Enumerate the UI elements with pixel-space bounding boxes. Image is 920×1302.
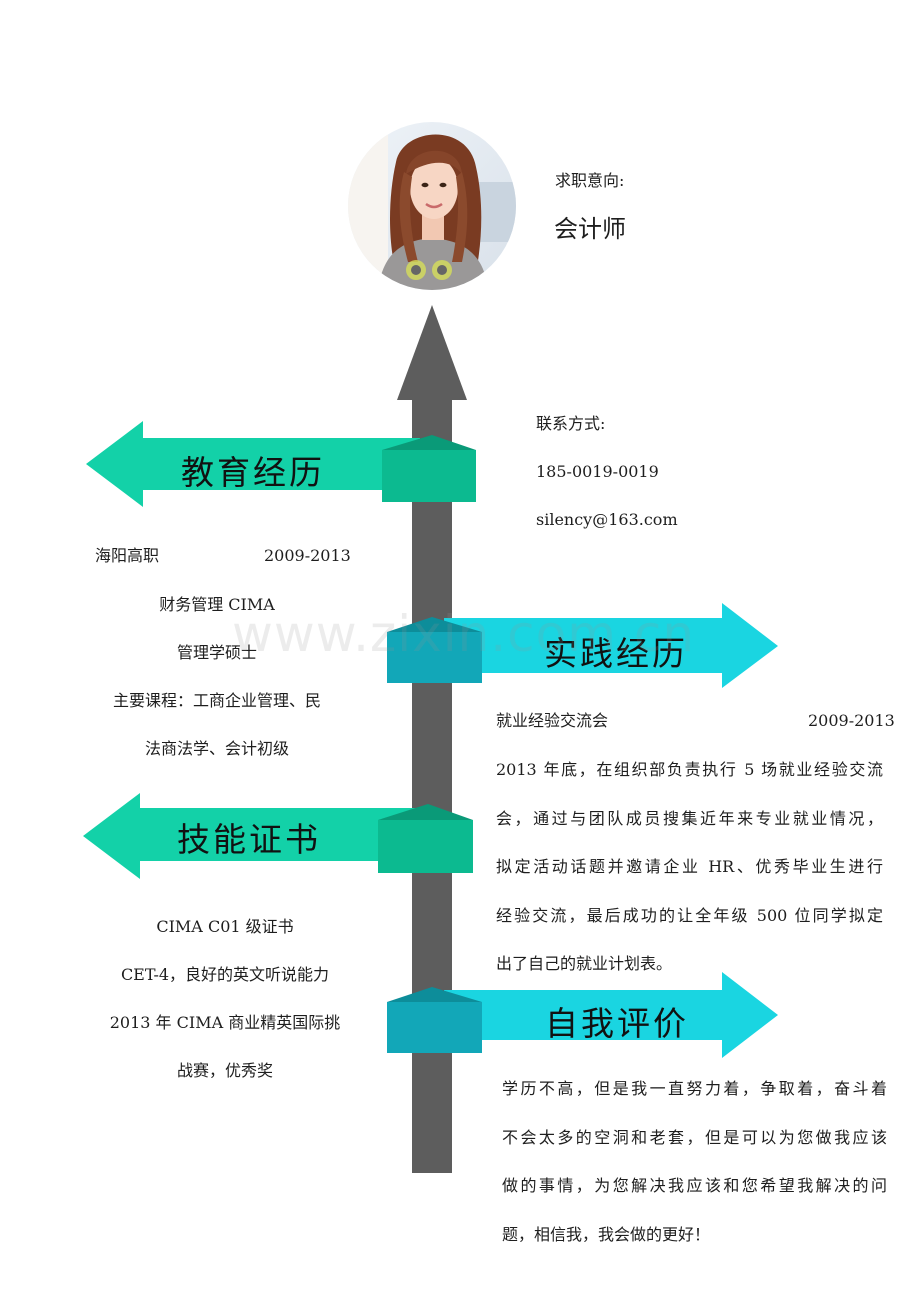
practice-line: 会，通过与团队成员搜集近年来专业就业情况， [496, 808, 883, 828]
self-eval-line: 做的事情，为您解决我应该和您希望我解决的问 [502, 1176, 887, 1195]
skills-item: CET-4，良好的英文听说能力 [120, 965, 330, 984]
objective-value: 会计师 [554, 215, 626, 243]
practice-heading: 实践经历 [544, 634, 688, 673]
contact-email: silency@163.com [536, 510, 678, 529]
skills-item: 战赛，优秀奖 [176, 1061, 273, 1080]
education-arrow-banner [86, 421, 476, 507]
education-courses-line2: 法商法学、会计初级 [144, 739, 289, 758]
objective-label: 求职意向: [555, 171, 625, 190]
skills-item: CIMA C01 级证书 [156, 917, 294, 936]
self-eval-line: 题，相信我，我会做的更好！ [502, 1224, 711, 1244]
education-courses-line1: 主要课程：工商企业管理、民 [112, 691, 321, 710]
practice-line: 2013 年底，在组织部负责执行 5 场就业经验交流 [496, 760, 883, 779]
education-major: 财务管理 CIMA [159, 595, 275, 614]
timeline-trunk [412, 398, 452, 1173]
skills-arrow-banner [83, 793, 473, 879]
skills-heading: 技能证书 [177, 820, 321, 859]
education-school: 海阳高职 [95, 546, 160, 565]
practice-line: 经验交流，最后成功的让全年级 500 位同学拟定 [496, 905, 883, 925]
skills-item: 2013 年 CIMA 商业精英国际挑 [109, 1013, 341, 1032]
self-eval-arrow-banner [387, 972, 778, 1058]
education-degree: 管理学硕士 [176, 643, 257, 662]
contact-label: 联系方式: [536, 414, 606, 433]
portrait-photo [348, 122, 516, 290]
watermark: www.zixin.com.cn [232, 605, 696, 663]
practice-description: 2013 年底，在组织部负责执行 5 场就业经验交流 会，通过与团队成员搜集近年… [496, 746, 883, 989]
practice-line: 拟定活动话题并邀请企业 HR、优秀毕业生进行 [496, 857, 883, 876]
practice-period: 2009-2013 [808, 711, 895, 730]
practice-org: 就业经验交流会 [496, 711, 609, 730]
practice-arrow-banner [387, 603, 778, 688]
self-eval-description: 学历不高，但是我一直努力着，争取着，奋斗着 不会太多的空洞和老套，但是可以为您做… [502, 1065, 887, 1259]
practice-line: 出了自己的就业计划表。 [496, 954, 673, 973]
timeline-arrow-head [397, 305, 467, 400]
self-eval-heading: 自我评价 [545, 1004, 689, 1043]
self-eval-line: 学历不高，但是我一直努力着，争取着，奋斗着 [502, 1079, 887, 1098]
contact-phone: 185-0019-0019 [536, 462, 659, 481]
education-period: 2009-2013 [264, 546, 351, 565]
self-eval-line: 不会太多的空洞和老套，但是可以为您做我应该 [502, 1127, 887, 1147]
education-heading: 教育经历 [181, 453, 325, 492]
